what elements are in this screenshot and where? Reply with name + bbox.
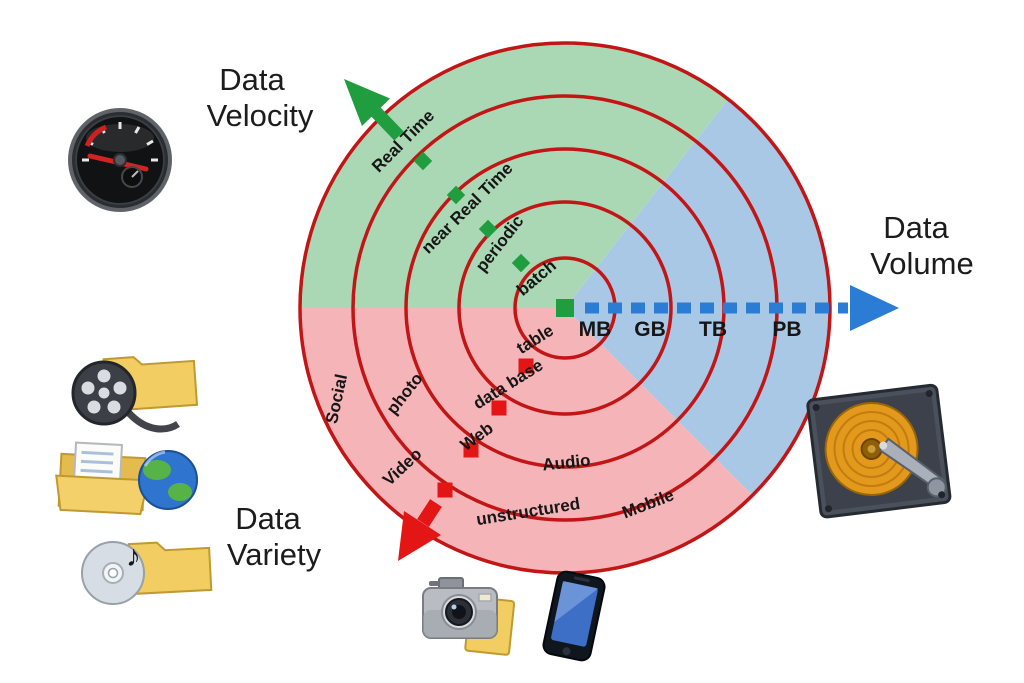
globe-icon [138,450,198,510]
volume-labels: MB GB TB PB [579,318,802,341]
variety-axis [398,358,534,561]
volume-sector [565,99,831,496]
variety-dash [463,442,479,458]
volume-title-line1: Data [883,210,949,245]
velocity-dash [511,253,531,273]
cd-music-icon: ♪ [81,540,145,605]
axis-titles: Data Velocity Data Volume Data Variety [207,62,974,572]
volume-axis [585,285,899,331]
media-files-icon: ♪ [55,356,213,605]
smartphone-icon [542,570,606,662]
folder-document-icon [55,441,150,516]
velocity-sector [300,42,729,308]
velocity-title-line2: Velocity [207,98,314,133]
volume-unit-pb: PB [772,318,801,341]
velocity-dash [446,185,466,205]
ring-2 [457,200,673,416]
velocity-arrow-tail [371,107,404,141]
variety-dash [437,482,453,498]
variety-dash [518,358,534,374]
velocity-center-marker [556,299,574,317]
camera-icon [422,577,516,656]
velocity-dash [478,219,498,239]
music-note-icon: ♪ [126,540,141,573]
variety-type-audio: Audio [541,451,591,475]
velocity-dash [413,151,433,171]
hard-disk-icon [806,383,952,519]
variety-dash [491,400,507,416]
velocity-axis [344,79,574,317]
velocity-title-line1: Data [219,62,285,97]
volume-unit-tb: TB [699,318,727,341]
volume-title-line2: Volume [870,246,973,281]
variety-arrow-tail [417,499,442,527]
volume-arrowhead-icon [850,285,899,331]
variety-arrowhead-icon [398,511,441,561]
velocity-arrowhead-icon [344,79,390,126]
volume-unit-mb: MB [579,318,612,341]
speedometer-icon [68,108,172,212]
variety-title-line1: Data [235,501,301,536]
variety-title-line2: Variety [227,537,322,572]
volume-unit-gb: GB [634,318,666,341]
film-reel-icon [71,360,180,433]
